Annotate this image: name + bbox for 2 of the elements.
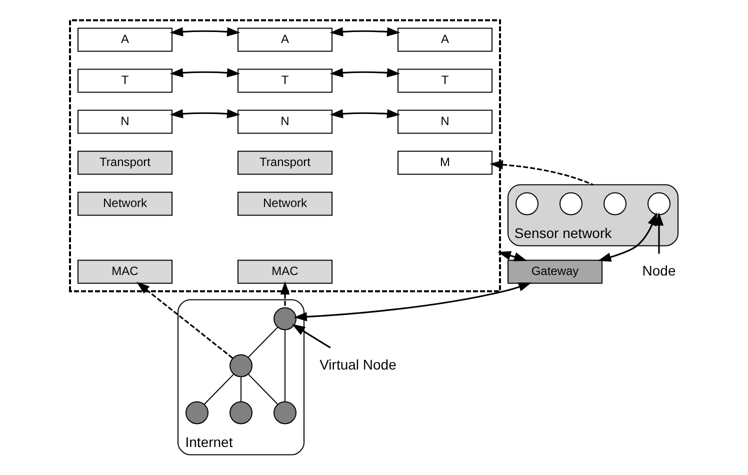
node-text: Node <box>642 262 676 278</box>
node-text: Virtual Node <box>320 356 396 372</box>
